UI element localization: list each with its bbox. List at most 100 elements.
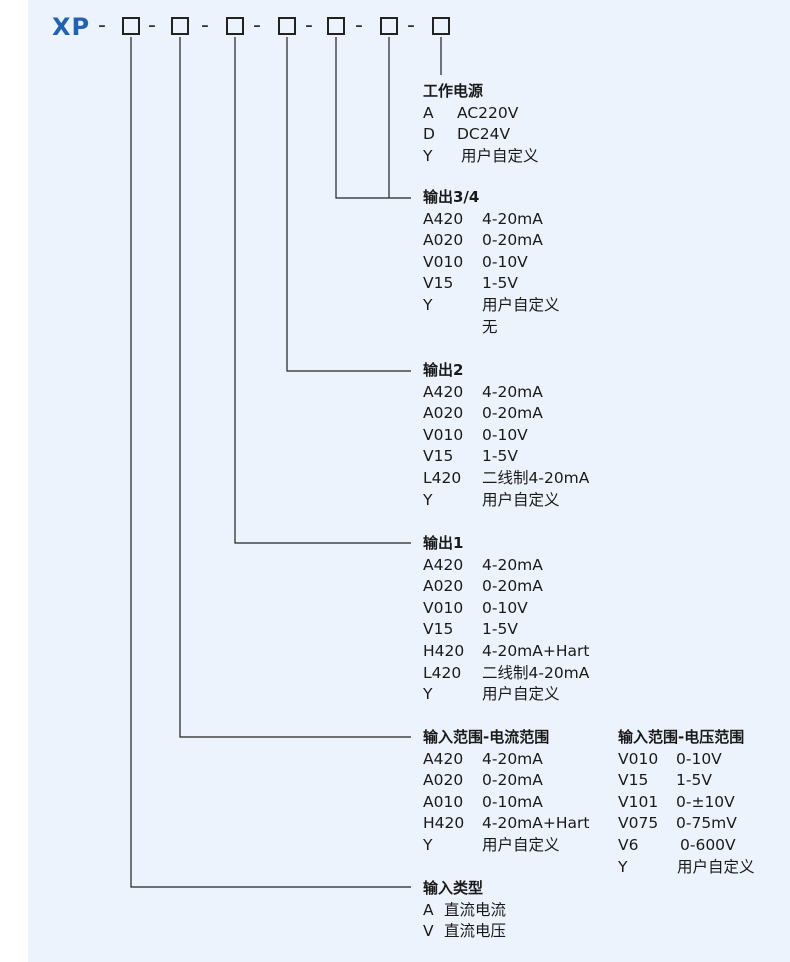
section-heading: 输出1 [423, 534, 464, 552]
connector-output34-a [335, 37, 411, 199]
separator: - [148, 13, 156, 38]
item-code: H420 [423, 814, 465, 833]
list-item: A020 0-20mA [423, 576, 589, 598]
item-code: V010 [423, 598, 464, 617]
list-item: A020 0-20mA [423, 770, 589, 792]
item-desc: 1-5V [482, 274, 518, 293]
item-desc: 0-10V [482, 252, 528, 271]
item-code: Y [423, 835, 433, 854]
item-code: D [423, 125, 435, 144]
item-code: V6 [618, 835, 639, 854]
code-box-output3 [327, 17, 345, 35]
list-item: H420 4-20mA+Hart [423, 813, 589, 835]
item-desc: 0-10V [482, 425, 528, 444]
item-desc: 0-75mV [676, 814, 737, 833]
code-box-output4 [380, 17, 398, 35]
model-prefix: XP [52, 13, 91, 41]
item-desc: 4-20mA+Hart [482, 814, 590, 833]
item-desc: 用户自定义 [482, 835, 560, 854]
list-item: Y 用户自定义 [423, 146, 539, 168]
list-item: V15 1-5V [618, 770, 755, 792]
item-desc: 0-20mA [482, 231, 543, 250]
connector-input-range [179, 37, 411, 738]
list-item: A010 0-10mA [423, 792, 589, 814]
separator: - [305, 13, 313, 38]
item-code: A420 [423, 749, 464, 768]
item-code: V101 [618, 792, 659, 811]
list-item: V15 1-5V [423, 619, 589, 641]
item-desc: 0-10mA [482, 792, 543, 811]
item-code: V010 [618, 749, 659, 768]
list-item: Y 用户自定义 [423, 295, 560, 317]
list-item: A AC220V [423, 103, 539, 125]
item-desc: 1-5V [482, 447, 518, 466]
item-desc: 无 [482, 317, 498, 336]
item-desc: 0-20mA [482, 771, 543, 790]
item-desc: 用户自定义 [677, 857, 755, 876]
item-desc: 4-20mA+Hart [482, 641, 590, 660]
list-item: V15 1-5V [423, 273, 560, 295]
item-desc: DC24V [457, 125, 511, 144]
item-code: Y [618, 857, 628, 876]
item-desc: 4-20mA [482, 749, 543, 768]
item-code: V010 [423, 425, 464, 444]
code-box-power [432, 17, 450, 35]
item-code [423, 317, 482, 339]
section-heading: 输出3/4 [423, 188, 480, 206]
item-desc: 用户自定义 [482, 490, 560, 509]
item-code: A020 [423, 771, 464, 790]
item-desc: 0-20mA [482, 577, 543, 596]
item-code: V15 [423, 274, 454, 293]
item-code: A420 [423, 209, 464, 228]
section-power: 工作电源 A AC220V D DC24V Y 用户自定义 [423, 81, 539, 167]
list-item: V075 0-75mV [618, 813, 755, 835]
item-code: V15 [423, 620, 454, 639]
item-desc: 二线制4-20mA [482, 468, 590, 487]
section-heading: 输入范围-电流范围 [423, 728, 550, 746]
item-desc: 1-5V [482, 620, 518, 639]
list-item: 无 [423, 317, 560, 339]
item-code: Y [423, 295, 433, 314]
item-desc: 4-20mA [482, 209, 543, 228]
item-desc: 用户自定义 [482, 295, 560, 314]
section-heading: 输入类型 [423, 879, 484, 897]
item-code: Y [423, 146, 433, 165]
connector-output2 [286, 37, 411, 372]
item-code: V15 [618, 771, 649, 790]
item-code: A020 [423, 231, 464, 250]
item-desc: 1-5V [676, 771, 712, 790]
item-code: V075 [618, 814, 659, 833]
item-desc: AC220V [457, 103, 519, 122]
item-desc: 0-20mA [482, 404, 543, 423]
list-item: H420 4-20mA+Hart [423, 641, 589, 663]
list-item: D DC24V [423, 124, 539, 146]
code-box-output2 [278, 17, 296, 35]
item-desc: 0-±10V [676, 792, 735, 811]
list-item: V010 0-10V [423, 425, 589, 447]
item-code: V010 [423, 252, 464, 271]
separator: - [407, 13, 415, 38]
list-item: L420 二线制4-20mA [423, 468, 589, 490]
item-code: A420 [423, 555, 464, 574]
item-code: A020 [423, 577, 464, 596]
list-item: Y 用户自定义 [618, 857, 755, 879]
item-desc: 0-10V [482, 598, 528, 617]
list-item: V010 0-10V [423, 598, 589, 620]
item-code: A010 [423, 792, 464, 811]
item-code: L420 [423, 468, 462, 487]
connector-input-type [130, 37, 411, 888]
item-desc: 4-20mA [482, 382, 543, 401]
item-code: H420 [423, 641, 465, 660]
